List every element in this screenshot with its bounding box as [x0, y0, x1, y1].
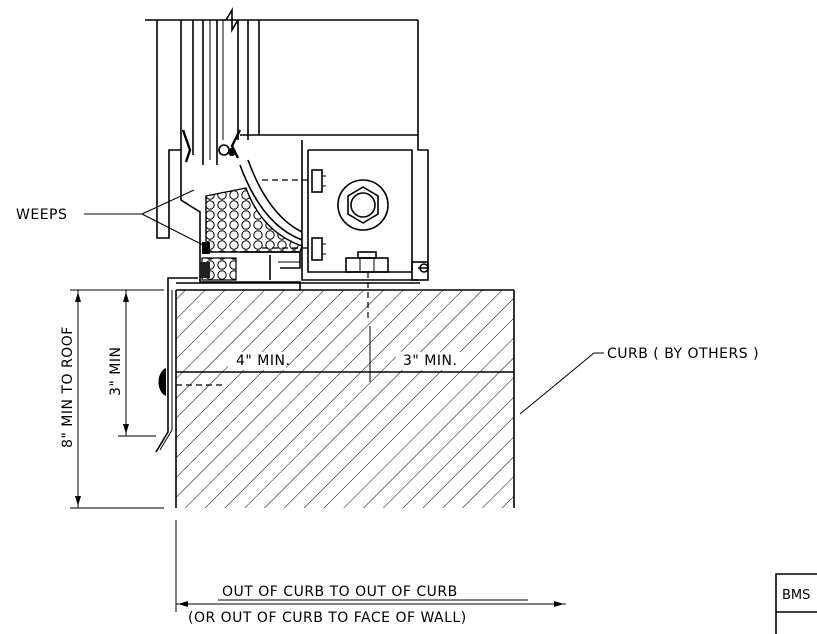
flashing: [155, 290, 173, 453]
title-tag: BMS: [775, 573, 817, 634]
sill-assembly: [167, 134, 429, 386]
curb-block: [175, 289, 515, 508]
weeps-label: WEEPS: [16, 207, 67, 223]
three-inch-min-vertical-label: 3" MIN: [108, 347, 124, 396]
title-tag-label: BMS: [782, 588, 810, 603]
weeps-callout: WEEPS: [16, 189, 204, 246]
four-inch-min-label: 4" MIN.: [236, 353, 290, 369]
three-inch-min-label: 3" MIN.: [403, 353, 457, 369]
curb-label: CURB ( BY OTHERS ): [607, 346, 759, 362]
vertical-dimensions: 8" MIN TO ROOF 3" MIN: [60, 289, 164, 509]
dimension-text-line2: (OR OUT OF CURB TO FACE OF WALL): [188, 610, 467, 626]
curb-callout: CURB ( BY OTHERS ): [519, 346, 759, 415]
insulation-fill: [200, 187, 303, 281]
eight-inch-min-label: 8" MIN TO ROOF: [60, 326, 76, 448]
bottom-dimension: OUT OF CURB TO OUT OF CURB (OR OUT OF CU…: [175, 520, 566, 626]
mullion-frame: [145, 7, 419, 245]
dimension-text-line1: OUT OF CURB TO OUT OF CURB: [222, 584, 458, 600]
